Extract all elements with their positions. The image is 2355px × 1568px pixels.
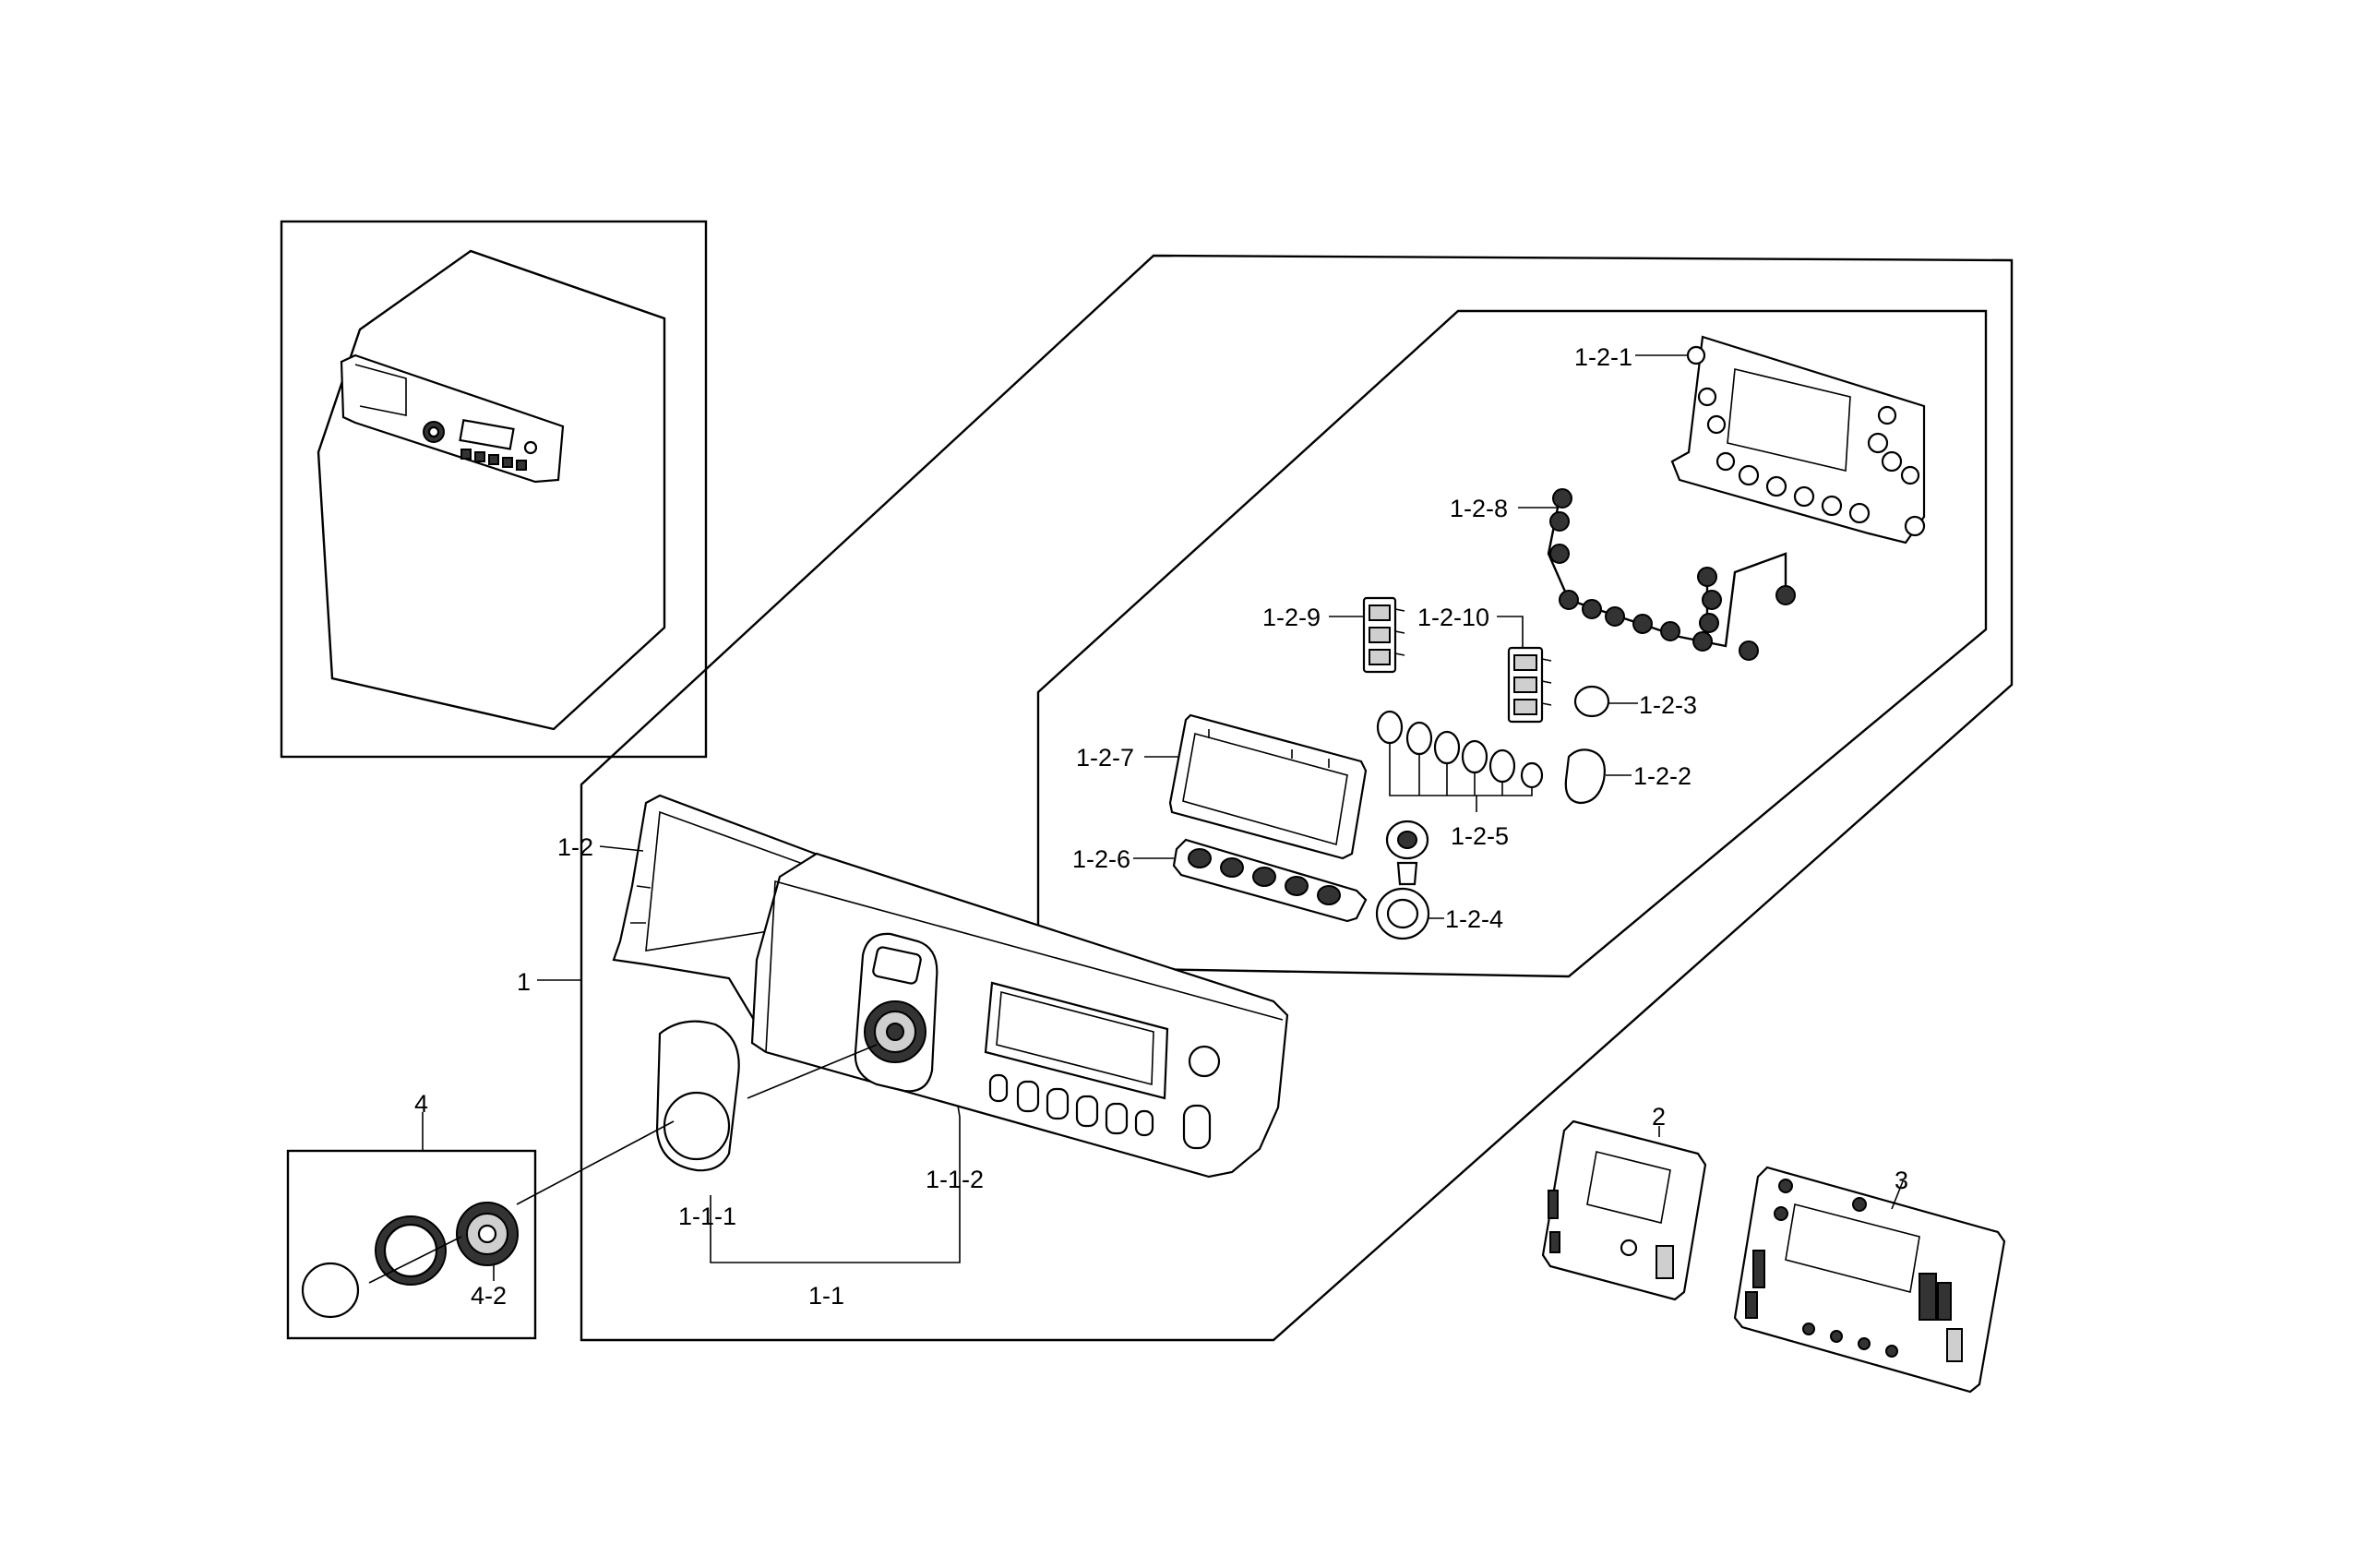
label-1-2-5: 1-2-5: [1451, 822, 1509, 850]
button-1-2-3: [1573, 685, 1610, 718]
overview-inset: [280, 220, 708, 759]
label-1-2-4: 1-2-4: [1445, 905, 1503, 933]
pcb-1-2-1: [1670, 335, 1926, 545]
switch-block-1-2-10: [1507, 646, 1552, 724]
label-1-1-2: 1-1-2: [926, 1166, 984, 1193]
assembly-1-2-boundary: [1036, 309, 1988, 978]
mini-control-panel: [340, 353, 565, 484]
button-1-2-2: [1564, 748, 1606, 805]
control-panel-assembly: [612, 794, 1289, 1179]
label-1-2: 1-2: [557, 833, 593, 861]
label-1-2-1: 1-2-1: [1574, 343, 1632, 371]
knob-inset-frame: [286, 1149, 537, 1340]
switch-block-1-2-9: [1362, 596, 1405, 674]
label-2: 2: [1652, 1103, 1666, 1131]
label-1-2-2: 1-2-2: [1633, 762, 1692, 790]
pcb-part-3: [1733, 1166, 2006, 1394]
pcb-part-2: [1541, 1119, 1707, 1301]
assembly-1-boundary: [580, 254, 2014, 1342]
panel-buttons: [988, 1045, 1221, 1150]
knob-holder-1-2-4: [1375, 820, 1430, 940]
knob-cap: [301, 1262, 360, 1319]
label-1: 1: [517, 968, 531, 996]
button-holder-1-2-6: [1172, 838, 1368, 923]
callout-labels: 1 1-2 1-1-1 1-1-2 1-1 4 4-2 2 3 1-2-1 1-…: [414, 343, 1908, 1310]
label-1-2-6: 1-2-6: [1072, 845, 1130, 873]
buttons-1-2-5: [1376, 710, 1544, 796]
display-window: [984, 981, 1169, 1100]
label-4: 4: [414, 1090, 428, 1118]
leader-lines: [368, 354, 1904, 1284]
led-harness-1-2-8: [1547, 488, 1796, 661]
label-1-2-3: 1-2-3: [1639, 691, 1697, 719]
label-1-1: 1-1: [808, 1282, 844, 1310]
label-1-2-8: 1-2-8: [1450, 495, 1508, 522]
label-3: 3: [1895, 1167, 1908, 1194]
overview-frame: [280, 220, 708, 759]
label-1-1-1: 1-1-1: [678, 1203, 736, 1230]
label-1-2-10: 1-2-10: [1417, 604, 1489, 631]
label-1-2-7: 1-2-7: [1076, 744, 1134, 772]
appliance-outline: [317, 249, 666, 731]
knob-cap-1-1-1: [655, 1020, 740, 1172]
knob-inset-4: [286, 1149, 537, 1340]
label-4-2: 4-2: [471, 1282, 507, 1310]
display-bracket-1-2-7: [1168, 713, 1368, 860]
label-1-2-9: 1-2-9: [1262, 604, 1321, 631]
